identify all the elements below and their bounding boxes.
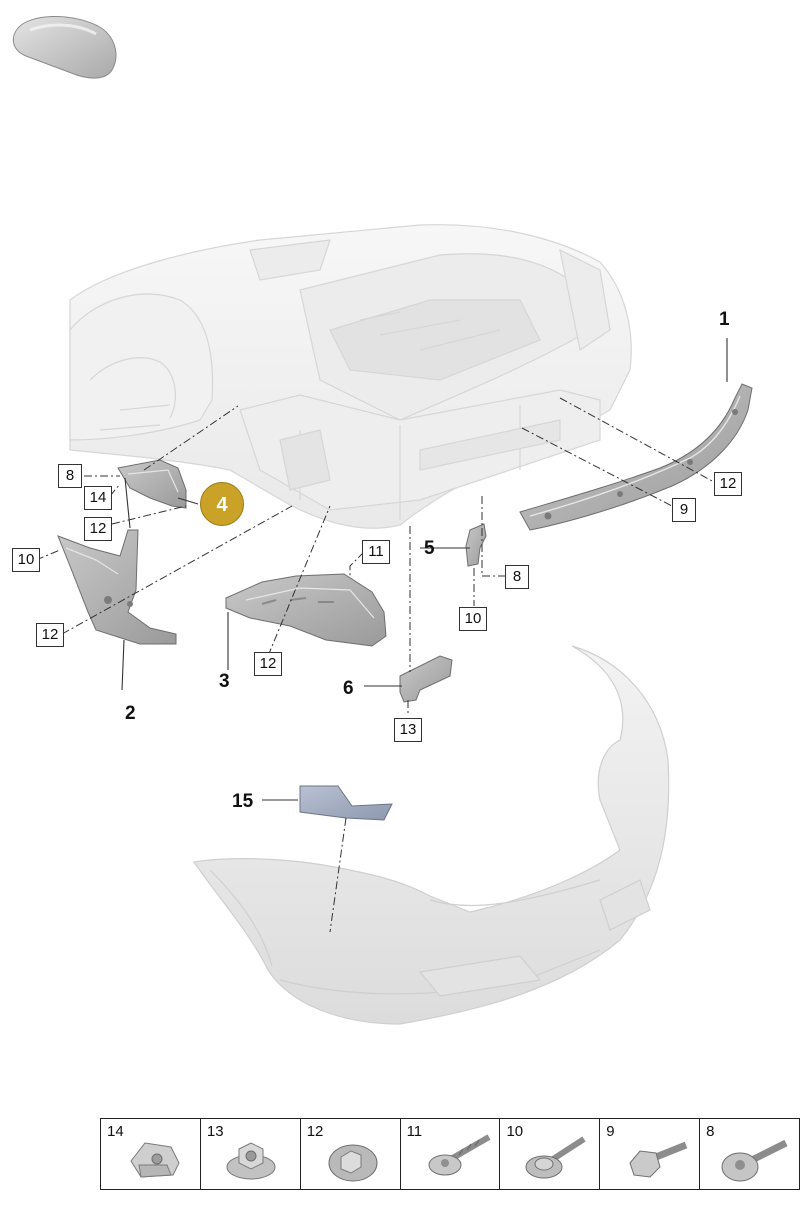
rear-bumper-cover xyxy=(192,645,670,1025)
callout-6: 6 xyxy=(343,678,354,699)
tag-10: 10 xyxy=(12,548,40,572)
fastener-cell-13[interactable]: 13 xyxy=(201,1119,301,1189)
dash-dot-lines xyxy=(35,397,715,933)
fastener-cell-9[interactable]: 9 xyxy=(600,1119,701,1189)
part-3-guide[interactable] xyxy=(225,573,387,647)
flange-nut-icon xyxy=(226,1142,276,1180)
tag-8: 8 xyxy=(505,565,529,589)
fastener-number: 12 xyxy=(306,1123,324,1140)
fastener-number: 11 xyxy=(406,1123,423,1140)
leader-lines xyxy=(121,338,728,801)
part-15-pad[interactable] xyxy=(299,785,393,821)
callout-3: 3 xyxy=(219,671,230,692)
vehicle-badge-icon xyxy=(12,16,117,79)
washer-screw-icon xyxy=(525,1136,587,1179)
tag-13: 13 xyxy=(394,718,422,742)
tag-9: 9 xyxy=(672,498,696,522)
fastener-number: 10 xyxy=(506,1123,524,1140)
part-4-bracket[interactable] xyxy=(117,459,187,509)
flange-bolt-icon xyxy=(721,1139,788,1182)
fastener-cell-8[interactable]: 8 xyxy=(700,1119,799,1189)
fastener-number: 8 xyxy=(706,1123,715,1140)
rear-body-structure xyxy=(69,224,632,529)
tag-12: 12 xyxy=(714,472,742,496)
tag-11: 11 xyxy=(362,540,390,564)
tag-14: 14 xyxy=(84,486,112,510)
clip-nut-icon xyxy=(130,1142,180,1178)
fastener-cell-11[interactable]: 11 xyxy=(401,1119,501,1189)
tapping-screw-icon xyxy=(428,1134,491,1176)
fastener-cell-12[interactable]: 12 xyxy=(301,1119,401,1189)
part-6-bracket[interactable] xyxy=(399,655,453,703)
callout-1: 1 xyxy=(719,309,730,330)
callout-2: 2 xyxy=(125,703,136,724)
fastener-number: 13 xyxy=(206,1123,224,1140)
fastener-reference-strip: 14 13 12 11 10 xyxy=(100,1118,800,1190)
tag-12: 12 xyxy=(84,517,112,541)
tag-12: 12 xyxy=(254,652,282,676)
fastener-cell-14[interactable]: 14 xyxy=(101,1119,201,1189)
tag-8: 8 xyxy=(58,464,82,488)
fastener-number: 14 xyxy=(107,1123,124,1140)
callout-15: 15 xyxy=(232,791,254,812)
part-5-bracket[interactable] xyxy=(465,523,487,567)
highlighted-part-4-badge[interactable]: 4 xyxy=(200,482,244,526)
fastener-cell-10[interactable]: 10 xyxy=(500,1119,601,1189)
fastener-number: 9 xyxy=(606,1123,615,1140)
tag-12: 12 xyxy=(36,623,64,647)
collar-nut-icon xyxy=(328,1144,378,1182)
callout-5: 5 xyxy=(424,538,435,559)
tag-10: 10 xyxy=(459,607,487,631)
hex-bolt-icon xyxy=(629,1141,688,1178)
part-2-bracket[interactable] xyxy=(57,529,177,645)
